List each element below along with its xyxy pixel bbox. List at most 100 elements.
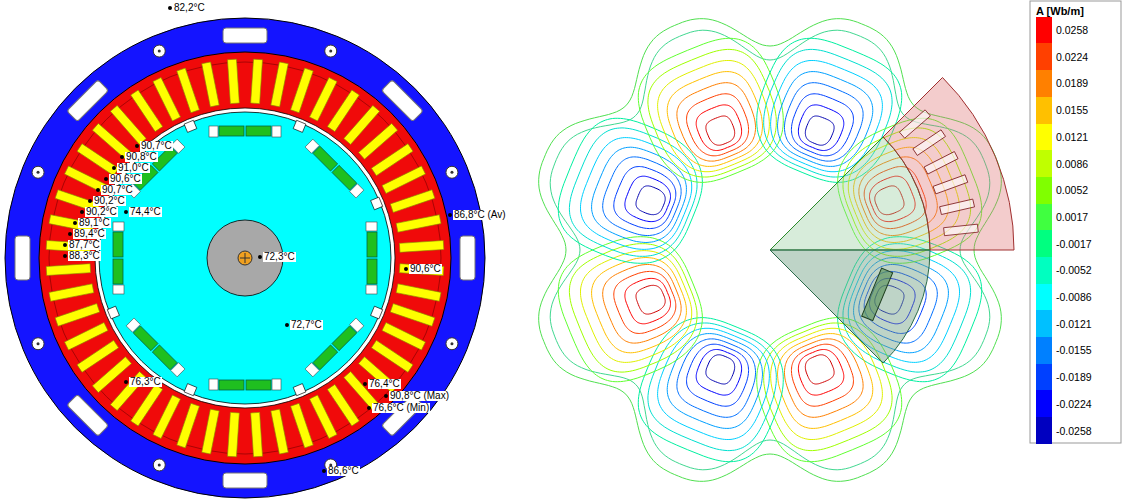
winding-slot bbox=[55, 304, 100, 327]
temperature-callout: 76,6°C (Min) bbox=[367, 403, 430, 413]
temperature-callout: 91,0°C bbox=[112, 163, 150, 173]
colorbar-value: 0.0189 bbox=[1056, 77, 1088, 89]
colorbar-swatch bbox=[1036, 150, 1052, 177]
slot-conductor bbox=[913, 130, 946, 156]
probe-dot bbox=[168, 6, 172, 10]
slot-conductor bbox=[924, 152, 958, 175]
winding-slot bbox=[202, 62, 219, 107]
rotor-notch bbox=[184, 120, 197, 132]
winding-slot bbox=[65, 323, 108, 351]
slot-conductor bbox=[933, 175, 968, 194]
temperature-callout: 72,7°C bbox=[285, 320, 323, 330]
winding-slot bbox=[77, 340, 119, 372]
thermal-model bbox=[5, 18, 485, 498]
temperature-value: 76,3°C bbox=[129, 377, 162, 387]
stator-sector bbox=[883, 78, 1014, 251]
winding-slot bbox=[371, 144, 413, 176]
probe-dot bbox=[258, 255, 262, 259]
magnet bbox=[862, 268, 893, 321]
bolt-symbol bbox=[153, 45, 165, 57]
cooling-channel bbox=[223, 473, 267, 488]
rotor-notch bbox=[293, 384, 306, 396]
magnet bbox=[113, 259, 123, 284]
temperature-callout: 90,7°C bbox=[96, 185, 134, 195]
temperature-callout: 74,4°C bbox=[124, 207, 162, 217]
colorbar-value: -0.0121 bbox=[1056, 318, 1092, 330]
flux-barrier bbox=[209, 126, 218, 137]
winding-slot bbox=[251, 412, 263, 456]
probe-dot bbox=[285, 323, 289, 327]
winding-slot bbox=[399, 264, 443, 276]
winding-slot bbox=[131, 90, 163, 132]
colorbar-swatch bbox=[1036, 177, 1052, 204]
bolt-symbol bbox=[32, 166, 44, 178]
colorbar-swatch bbox=[1036, 70, 1052, 97]
winding-slot bbox=[227, 412, 239, 456]
flux-barrier bbox=[272, 379, 281, 390]
probe-dot bbox=[124, 210, 128, 214]
contour-line bbox=[603, 265, 681, 344]
contour-line bbox=[592, 258, 687, 353]
winding-slot bbox=[92, 357, 131, 393]
stator-line bbox=[49, 62, 441, 454]
magnet bbox=[219, 126, 244, 136]
contour-line bbox=[636, 186, 665, 215]
colorbar-value: 0.0224 bbox=[1056, 51, 1088, 63]
probe-dot bbox=[322, 469, 326, 473]
temperature-callout: 90,7°C bbox=[135, 141, 173, 151]
winding-slot bbox=[251, 59, 263, 103]
magnet bbox=[152, 345, 177, 370]
magnet bbox=[113, 232, 123, 257]
magnet bbox=[133, 326, 158, 351]
slot-conductor bbox=[944, 224, 979, 236]
winding-slot bbox=[399, 240, 443, 252]
winding-slot bbox=[202, 409, 219, 454]
probe-dot bbox=[135, 144, 139, 148]
contour-line bbox=[798, 105, 843, 151]
cooling-channel bbox=[223, 28, 267, 43]
colorbar-swatch bbox=[1036, 337, 1052, 364]
probe-dot bbox=[96, 188, 100, 192]
probe-dot bbox=[448, 213, 452, 217]
flux-barrier bbox=[209, 379, 218, 390]
temperature-callout: 86,8°C (Av) bbox=[448, 210, 507, 220]
flux-barrier bbox=[113, 222, 124, 231]
temperature-callout: 72,3°C bbox=[258, 252, 296, 262]
winding-slot bbox=[382, 323, 425, 351]
contour-line bbox=[638, 38, 783, 182]
contour-line bbox=[558, 237, 702, 382]
temperature-value: 86,6°C bbox=[327, 466, 360, 476]
probe-dot bbox=[404, 267, 408, 271]
rotor-notch bbox=[107, 306, 119, 319]
colorbar-swatch bbox=[1036, 43, 1052, 70]
probe-dot bbox=[384, 394, 388, 398]
winding-slot bbox=[227, 59, 239, 103]
colorbar-value: -0.0155 bbox=[1056, 344, 1092, 356]
magnet bbox=[313, 345, 338, 370]
temperature-value: 72,7°C bbox=[290, 320, 323, 330]
bolt-symbol bbox=[446, 338, 458, 350]
winding-slot bbox=[291, 68, 314, 113]
colorbar-swatch bbox=[1036, 364, 1052, 391]
contour-line bbox=[614, 271, 676, 333]
magnet bbox=[367, 259, 377, 284]
winding-slot bbox=[396, 284, 441, 301]
rotor-sector bbox=[770, 250, 930, 363]
colorbar-value: 0.0086 bbox=[1056, 158, 1088, 170]
winding-slot bbox=[310, 78, 338, 121]
temperature-callout: 90,6°C bbox=[404, 264, 442, 274]
magnet bbox=[332, 326, 357, 351]
bolt-symbol bbox=[37, 342, 40, 345]
probe-dot bbox=[63, 243, 67, 247]
temperature-callout: 76,3°C bbox=[124, 377, 162, 387]
temperature-value: 90,2°C bbox=[93, 196, 126, 206]
bolt-symbol bbox=[32, 338, 44, 350]
winding-slot bbox=[46, 264, 90, 276]
flux-barrier bbox=[113, 285, 124, 294]
contour-line bbox=[614, 167, 676, 229]
colorbar-value: -0.0086 bbox=[1056, 291, 1092, 303]
contour-line bbox=[778, 334, 873, 429]
temperature-value: 82,2°C bbox=[173, 3, 206, 13]
temperature-callout: 76,4°C bbox=[363, 379, 401, 389]
winding-slot bbox=[327, 90, 359, 132]
